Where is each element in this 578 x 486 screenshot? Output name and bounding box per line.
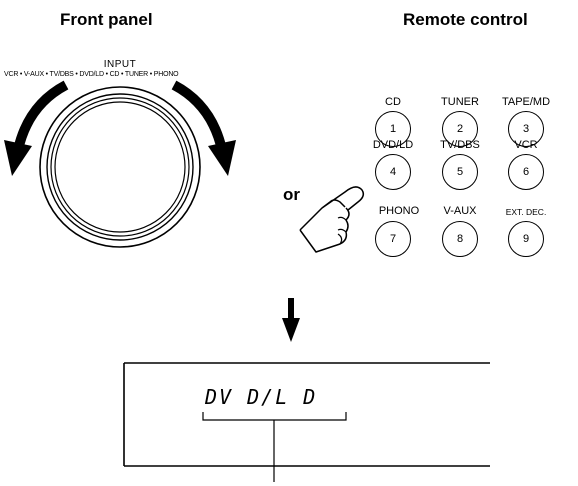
front-panel-heading: Front panel bbox=[60, 10, 153, 29]
remote-button-8[interactable]: 8 bbox=[442, 221, 478, 257]
remote-button-2[interactable]: 2 bbox=[442, 111, 478, 147]
button-label-tv-dbs: TV/DBS bbox=[440, 139, 480, 151]
rotate-right-arrow-icon bbox=[171, 80, 236, 176]
button-label-ext-dec: EXT. DEC. bbox=[505, 207, 547, 217]
input-knob[interactable] bbox=[39, 86, 201, 248]
remote-button-4[interactable]: 4 bbox=[375, 154, 411, 190]
remote-button-7[interactable]: 7 bbox=[375, 221, 411, 257]
button-label-vcr: VCR bbox=[514, 139, 538, 151]
button-label-cd: CD bbox=[385, 96, 401, 108]
input-knob-title: INPUT bbox=[103, 59, 137, 70]
down-arrow-icon bbox=[282, 298, 300, 342]
button-label-v-aux: V-AUX bbox=[443, 205, 477, 217]
button-label-phono: PHONO bbox=[378, 205, 420, 217]
button-label-tape-md: TAPE/MD bbox=[501, 96, 551, 108]
remote-button-3[interactable]: 3 bbox=[508, 111, 544, 147]
remote-button-1[interactable]: 1 bbox=[375, 111, 411, 147]
button-label-dvd-ld: DVD/LD bbox=[372, 139, 414, 151]
display-panel bbox=[123, 362, 490, 482]
or-connector: or bbox=[283, 185, 300, 204]
button-label-tuner: TUNER bbox=[441, 96, 479, 108]
remote-button-5[interactable]: 5 bbox=[442, 154, 478, 190]
input-source-list: VCR • V-AUX • TV/DBS • DVD/LD • CD • TUN… bbox=[4, 71, 179, 78]
remote-button-6[interactable]: 6 bbox=[508, 154, 544, 190]
remote-button-9[interactable]: 9 bbox=[508, 221, 544, 257]
rotate-left-arrow-icon bbox=[4, 80, 69, 176]
pressing-hand-icon bbox=[299, 186, 365, 253]
remote-control-heading: Remote control bbox=[403, 10, 528, 29]
display-readout: DV D/L D bbox=[205, 385, 318, 409]
